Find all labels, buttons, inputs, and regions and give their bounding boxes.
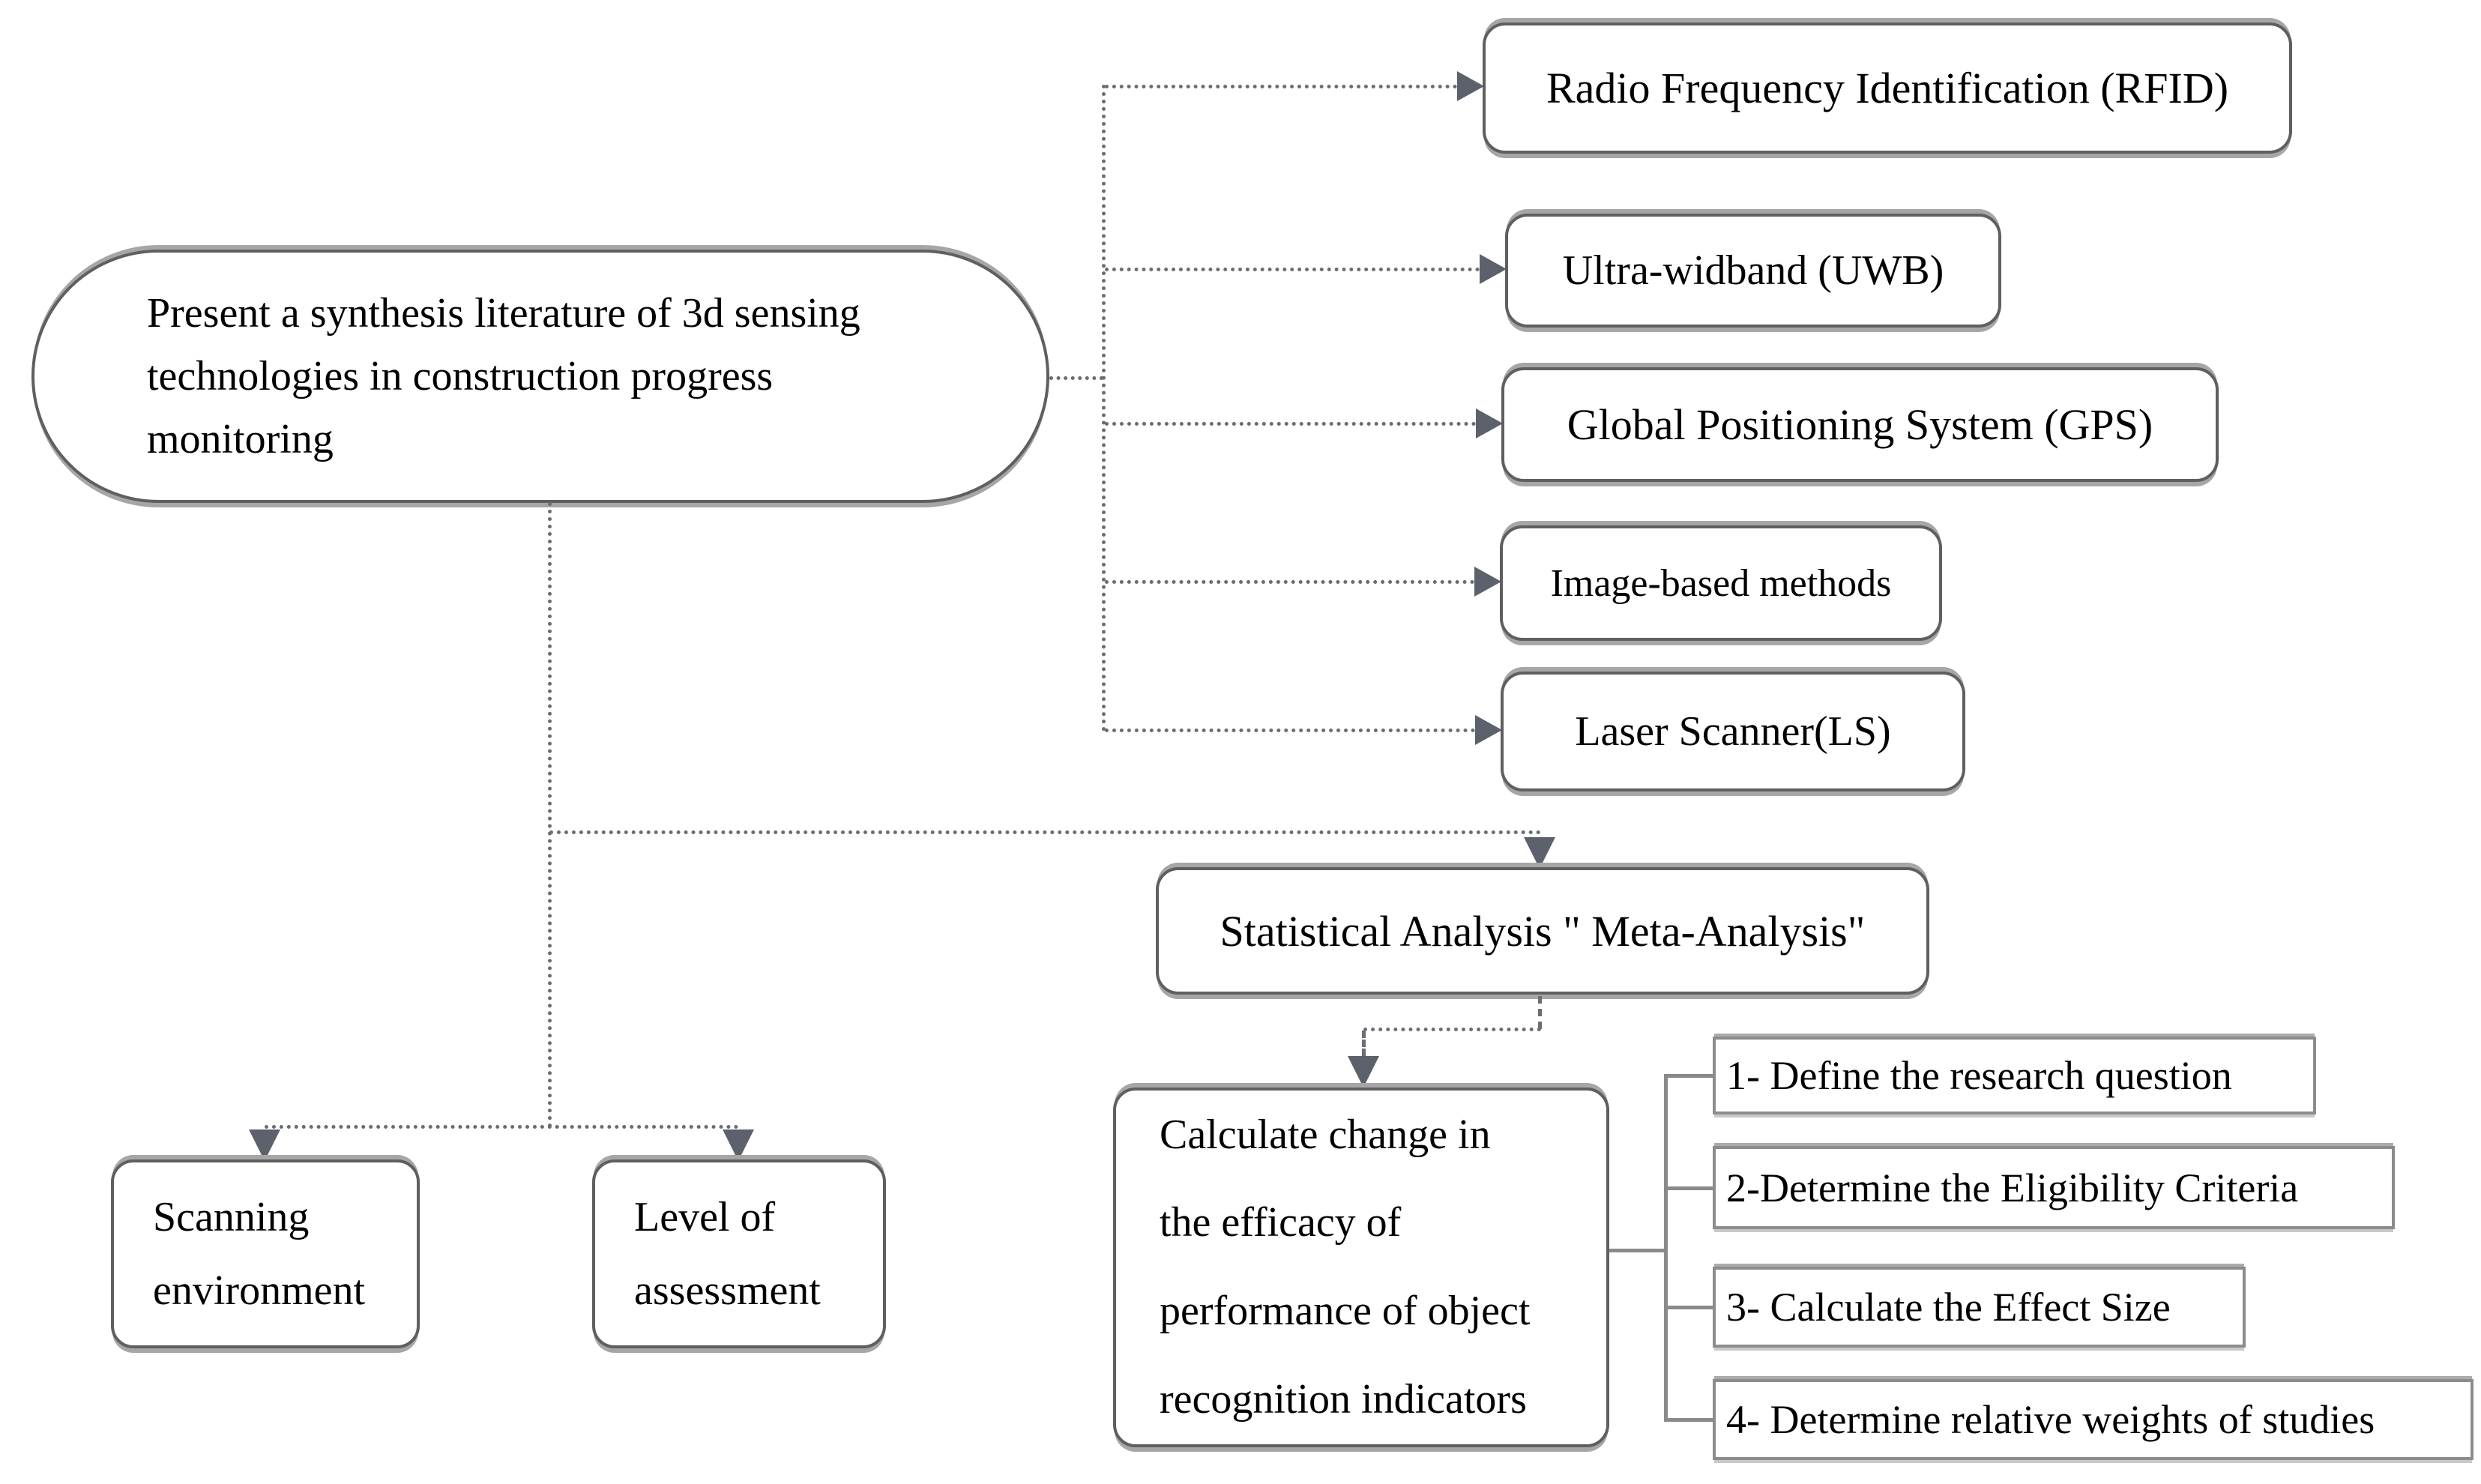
tech-branch-vertical-line: [1102, 85, 1106, 732]
uwb-arrowhead-icon: [1480, 254, 1507, 284]
factors-branch-line: [265, 1125, 738, 1129]
step-label-1: 1- Define the research question: [1726, 1053, 2232, 1098]
laser-arrowhead-icon: [1475, 715, 1502, 745]
tech-node-laser: Laser Scanner(LS): [1501, 672, 1965, 791]
tech-node-uwb: Ultra-widband (UWB): [1505, 214, 2001, 328]
step-label-3: 3- Calculate the Effect Size: [1726, 1285, 2171, 1330]
tech-label-rfid: Radio Frequency Identification (RFID): [1546, 64, 2229, 112]
scanning-arrowhead-icon: [249, 1129, 280, 1161]
tech-label-gps: Global Positioning System (GPS): [1567, 400, 2153, 449]
factor-label-level-of-assessment: Level of assessment: [634, 1194, 821, 1314]
uwb-connector-line: [1105, 268, 1480, 271]
rfid-arrowhead-icon: [1457, 71, 1484, 101]
bracket-stub-from-calc: [1609, 1249, 1668, 1252]
tech-node-gps: Global Positioning System (GPS): [1501, 367, 2219, 482]
gps-connector-line: [1105, 422, 1476, 426]
root-objective-node: Present a synthesis literature of 3d sen…: [31, 250, 1049, 503]
tech-label-image: Image-based methods: [1550, 561, 1892, 605]
factor-node-level-of-assessment: Level of assessment: [592, 1159, 886, 1348]
calc-arrowhead-icon: [1348, 1056, 1379, 1088]
level-arrowhead-icon: [723, 1129, 754, 1161]
factor-node-scanning-environment: Scanning environment: [111, 1159, 420, 1348]
bracket-vertical-line: [1664, 1074, 1668, 1421]
tech-label-uwb: Ultra-widband (UWB): [1562, 247, 1944, 294]
root-objective-label: Present a synthesis literature of 3d sen…: [147, 290, 860, 462]
analysis-label: Statistical Analysis " Meta-Analysis": [1220, 906, 1866, 956]
step-node-2: 2-Determine the Eligibility Criteria: [1713, 1146, 2395, 1229]
step-label-4: 4- Determine relative weights of studies: [1726, 1397, 2375, 1442]
analysis-to-calc-line: [1363, 1028, 1541, 1031]
tech-label-laser: Laser Scanner(LS): [1575, 708, 1891, 755]
gps-arrowhead-icon: [1476, 408, 1503, 438]
calculate-node: Calculate change in the efficacy of perf…: [1113, 1088, 1609, 1447]
image-arrowhead-icon: [1474, 567, 1501, 597]
step-node-4: 4- Determine relative weights of studies: [1713, 1379, 2474, 1460]
trunk-vertical-line: [548, 502, 552, 1128]
analysis-arrowhead-icon: [1524, 837, 1555, 869]
factor-label-scanning-environment: Scanning environment: [153, 1194, 366, 1314]
image-connector-line: [1105, 580, 1474, 584]
tech-node-image: Image-based methods: [1500, 525, 1942, 641]
step-node-1: 1- Define the research question: [1713, 1037, 2316, 1114]
root-to-branch-connector: [1049, 376, 1103, 380]
analysis-to-calc-stub: [1538, 996, 1542, 1029]
bracket-stub-step3: [1664, 1306, 1714, 1309]
analysis-branch-line: [549, 830, 1541, 834]
tech-node-rfid: Radio Frequency Identification (RFID): [1483, 22, 2292, 154]
calculate-label: Calculate change in the efficacy of perf…: [1160, 1111, 1531, 1423]
bracket-stub-step4: [1664, 1418, 1714, 1422]
step-label-2: 2-Determine the Eligibility Criteria: [1726, 1165, 2299, 1210]
laser-connector-line: [1105, 729, 1475, 732]
rfid-connector-line: [1105, 85, 1457, 88]
calc-drop-line: [1362, 1031, 1366, 1056]
bracket-stub-step1: [1664, 1074, 1714, 1078]
analysis-node: Statistical Analysis " Meta-Analysis": [1156, 867, 1929, 995]
step-node-3: 3- Calculate the Effect Size: [1713, 1267, 2246, 1348]
bracket-stub-step2: [1664, 1186, 1714, 1190]
